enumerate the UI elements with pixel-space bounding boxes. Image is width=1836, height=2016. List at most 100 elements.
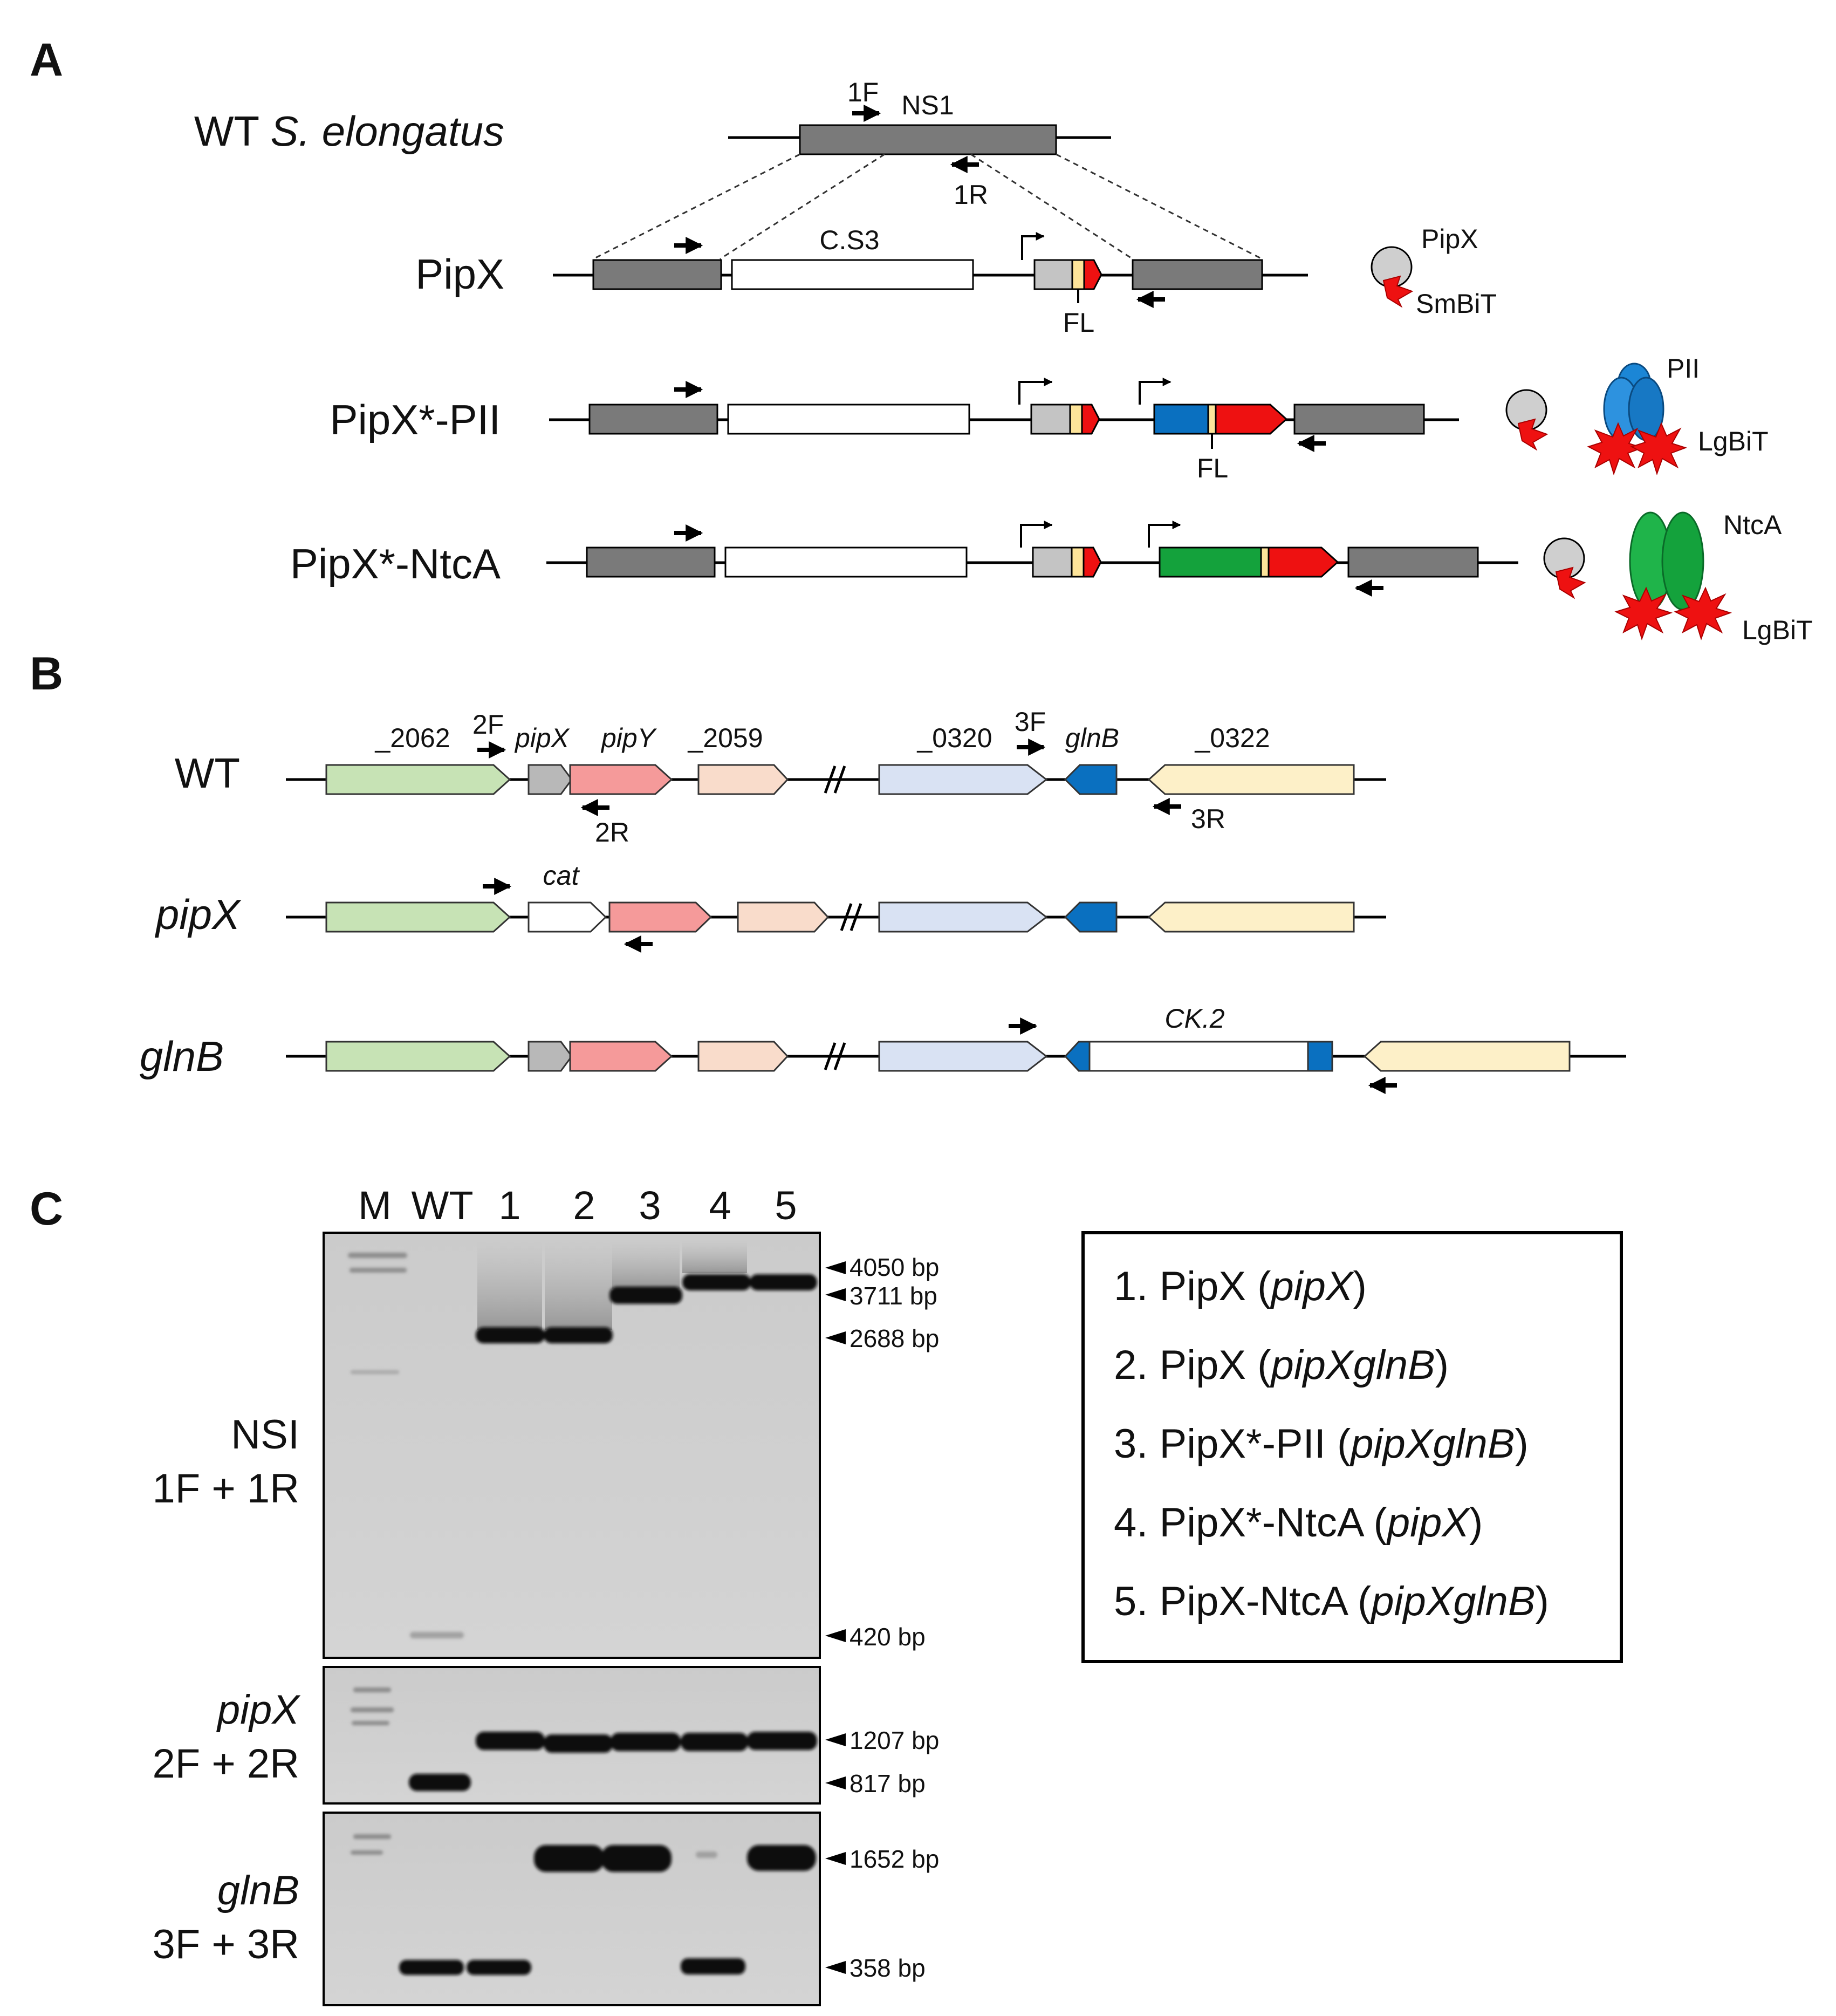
legend-item-4: 4. PipX*-NtcA (pipX) [1114,1500,1483,1546]
legend-item-5: 5. PipX-NtcA (pipXglnB) [1114,1578,1549,1624]
linker-2 [1069,404,1083,435]
glnb-left-fragment [1064,1041,1091,1072]
gene-2062-label: _2062 [374,723,450,753]
gel-pipx-name: pipX [216,1687,301,1733]
wt-faint-band [410,1632,464,1638]
strain-pipx-label: pipX [155,891,242,938]
linker-3 [1207,404,1217,435]
cat-label: cat [543,860,580,891]
cs3-cassette [731,259,974,290]
smbit-tag [1083,259,1102,290]
gel-pipx [323,1666,821,1805]
construct-pipx-pii-label: PipX*-PII [330,396,501,443]
cs3-cassette-3 [724,546,968,578]
gene-0320-label: _0320 [916,723,992,753]
strain-glnb-label: glnB [140,1033,224,1080]
legend-item-3: 3. PipX*-PII (pipXglnB) [1114,1421,1529,1467]
gene-pipy-label: pipY [600,723,657,753]
lgbit-tag-2 [1268,546,1339,578]
panel-b-label: B [30,648,63,700]
lane-label-1: 1 [498,1183,520,1228]
pipx-smbit-protein-3 [1543,537,1586,599]
lane-label-5: 5 [775,1183,797,1228]
gel-nsi [323,1232,821,1659]
smbit-tag-3 [1083,546,1102,578]
ck2-cassette [1088,1041,1309,1072]
ns1-right-arm [1132,259,1263,290]
pii-gene [1153,404,1209,435]
promoter-arrow-3 [1139,378,1172,405]
size-4050: 4050 bp [850,1253,939,1281]
wt-row-label: WT S. elongatus [194,107,504,155]
lane-label-wt: WT [411,1183,473,1228]
ns1-left-arm-3 [586,546,716,578]
ck2-label: CK.2 [1164,1003,1224,1034]
legend-item-1: 1. PipX (pipX) [1114,1263,1367,1309]
panel-c: C M WT 1 2 3 4 5 [30,1183,1623,2006]
gene-2059 [697,764,789,795]
sample-bands-2 [409,1732,817,1791]
lane-label-3: 3 [639,1183,661,1228]
primer-3f-label: 3F [1015,707,1046,737]
size-817: 817 bp [850,1769,926,1798]
protein-lgbit-label: LgBiT [1698,426,1769,456]
size-3711: 3711 bp [850,1282,937,1310]
promoter-arrow-5 [1148,521,1181,548]
size-2688: 2688 bp [850,1324,939,1352]
pipx-gene-2 [1030,404,1071,435]
smbit-tag-2 [1081,404,1100,435]
gene-2059-label: _2059 [687,723,763,753]
pipx-smbit-protein [1371,246,1414,308]
gene-glnb-pipx-row [1064,901,1118,933]
ns1-right-arm-3 [1347,546,1479,578]
sample-bands-3 [399,1845,816,1975]
gene-0320-pipx-row [878,901,1048,933]
gene-pipy [569,764,673,795]
lane-label-m: M [358,1183,392,1228]
chromosome-break-2 [840,903,862,931]
lane-labels: M WT 1 2 3 4 5 [358,1183,797,1228]
gel-pipx-primers: 2F + 2R [153,1741,299,1787]
gene-pipy-glnb-row [569,1041,673,1072]
protein-pipx-label: PipX [1421,224,1478,254]
cs3-label: C.S3 [819,225,879,255]
chromosome-break-3 [824,1042,846,1070]
glnb-right-fragment [1307,1041,1333,1072]
gene-2062 [325,764,511,795]
lgbit-tag [1215,404,1288,435]
panel-b: B WT _2062 2F pipX pipY _2059 2R _0320 3… [30,648,1626,1094]
gene-0320-glnb-row [878,1041,1048,1072]
gel-glnb-name: glnB [217,1868,299,1914]
promoter-arrow-2 [1018,378,1053,405]
ntca-lgbit-protein [1614,511,1732,641]
cat-cassette [527,901,607,933]
protein-lgbit-label-2: LgBiT [1742,615,1813,645]
gene-glnb [1064,764,1118,795]
legend-item-2: 2. PipX (pipXglnB) [1114,1342,1449,1388]
lane-label-4: 4 [709,1183,731,1228]
gene-0322-pipx-row [1147,901,1355,933]
gene-0322-label: _0322 [1194,723,1270,753]
pipx-gene [1033,259,1073,290]
ladder-bands [348,1253,407,1374]
size-1652: 1652 bp [850,1845,939,1873]
protein-pii-label: PII [1667,353,1700,384]
gene-0322 [1147,764,1355,795]
size-358: 358 bp [850,1954,926,1982]
size-420: 420 bp [850,1623,926,1651]
ns1-locus [799,124,1057,155]
ladder-bands-2 [351,1687,394,1725]
nsi-size-markers: 4050 bp 3711 bp 2688 bp 420 bp [825,1253,939,1651]
gene-glnb-label: glnB [1065,723,1119,753]
panel-c-label: C [30,1183,63,1235]
primer-1r-label: 1R [954,180,988,210]
pii-lgbit-protein [1587,363,1688,476]
protein-smbit-label: SmBiT [1416,289,1497,319]
gene-pipx-label: pipX [514,723,570,753]
construct-pipx-ntca-label: PipX*-NtcA [290,540,501,587]
lane-label-2: 2 [573,1183,595,1228]
gene-2062-pipx-row [325,901,511,933]
gene-2059-pipx-row [737,901,830,933]
gene-pipx [527,764,573,795]
ns1-right-arm-2 [1293,404,1425,435]
